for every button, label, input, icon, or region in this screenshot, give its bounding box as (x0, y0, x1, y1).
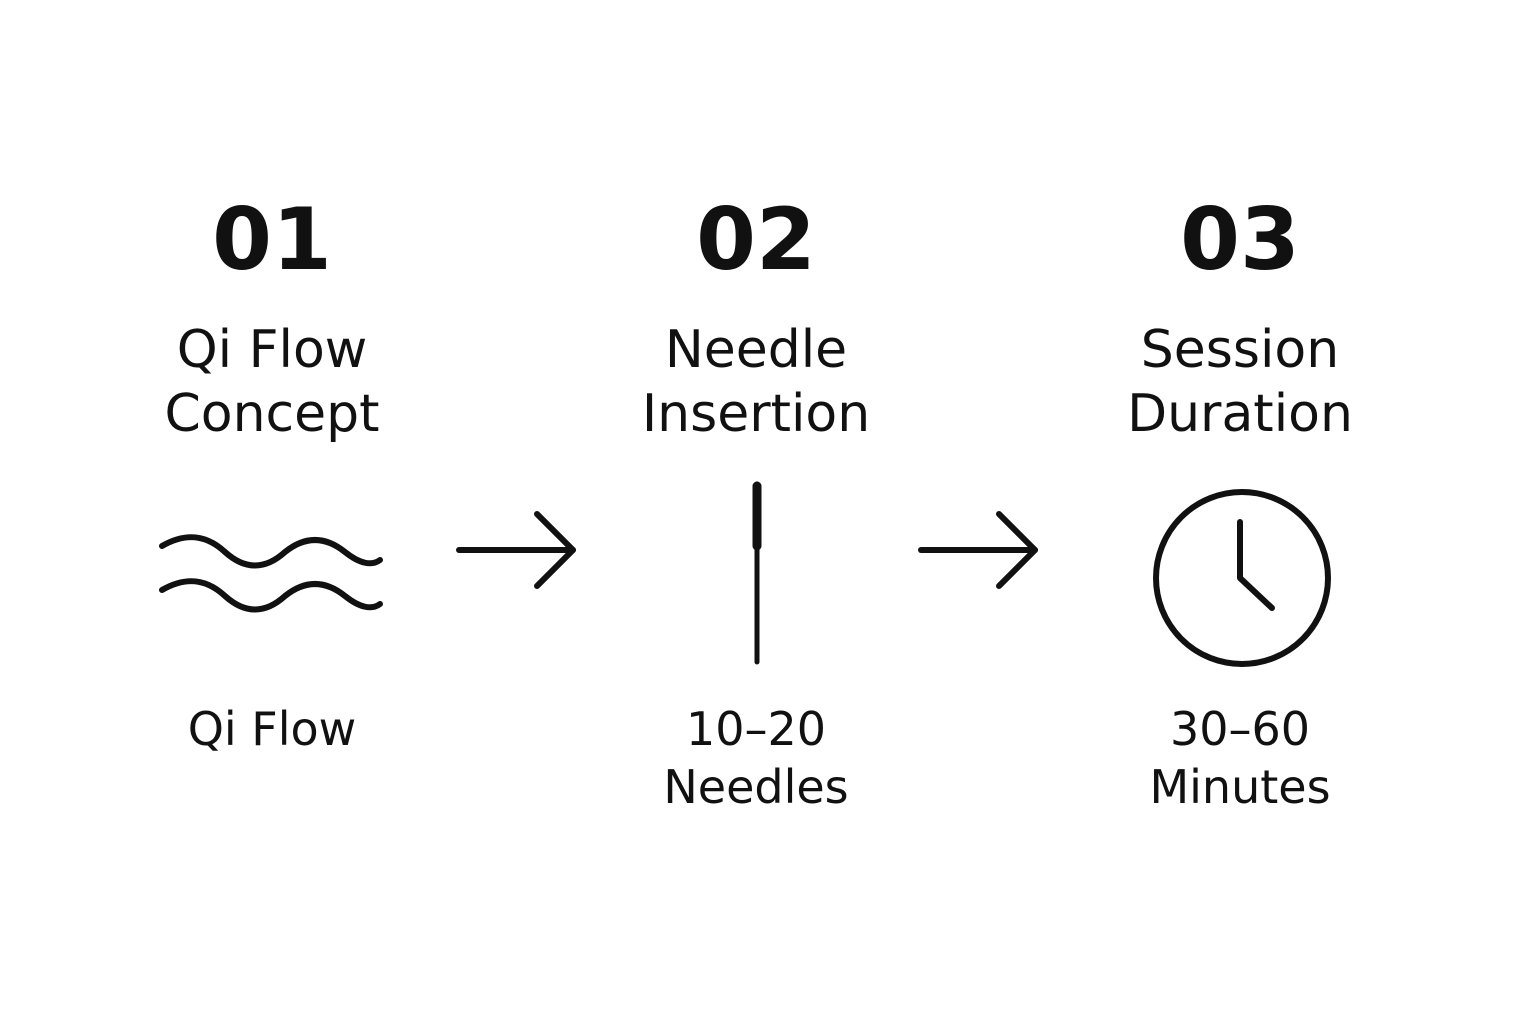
step-title-line: Session (1140, 320, 1340, 380)
step-caption: 10–20 Needles (536, 700, 976, 816)
step-caption-line: 10–20 (685, 702, 827, 756)
wave-icon (159, 534, 383, 613)
step-number: 03 (1180, 190, 1300, 290)
step-caption-line: Minutes (1149, 760, 1331, 814)
step-number: 02 (696, 190, 816, 290)
step-caption-line: 30–60 (1169, 702, 1311, 756)
step-caption: 30–60 Minutes (1020, 700, 1460, 816)
step-title-line: Needle (664, 320, 848, 380)
step-caption-line: Needles (663, 760, 849, 814)
step-title-line: Concept (164, 384, 380, 444)
step-number: 01 (212, 190, 332, 290)
arrow-right-icon (456, 511, 576, 589)
step-caption: Qi Flow (52, 700, 492, 758)
step-title: Qi Flow Concept (52, 318, 492, 446)
step-title-line: Qi Flow (176, 320, 368, 380)
step-title: Session Duration (1020, 318, 1460, 446)
step-title-line: Insertion (641, 384, 871, 444)
step-title-line: Duration (1127, 384, 1353, 444)
step-title: Needle Insertion (536, 318, 976, 446)
arrow-right-icon (918, 511, 1038, 589)
needle-icon (752, 481, 762, 665)
clock-icon (1153, 489, 1331, 667)
step-caption-line: Qi Flow (187, 702, 357, 756)
